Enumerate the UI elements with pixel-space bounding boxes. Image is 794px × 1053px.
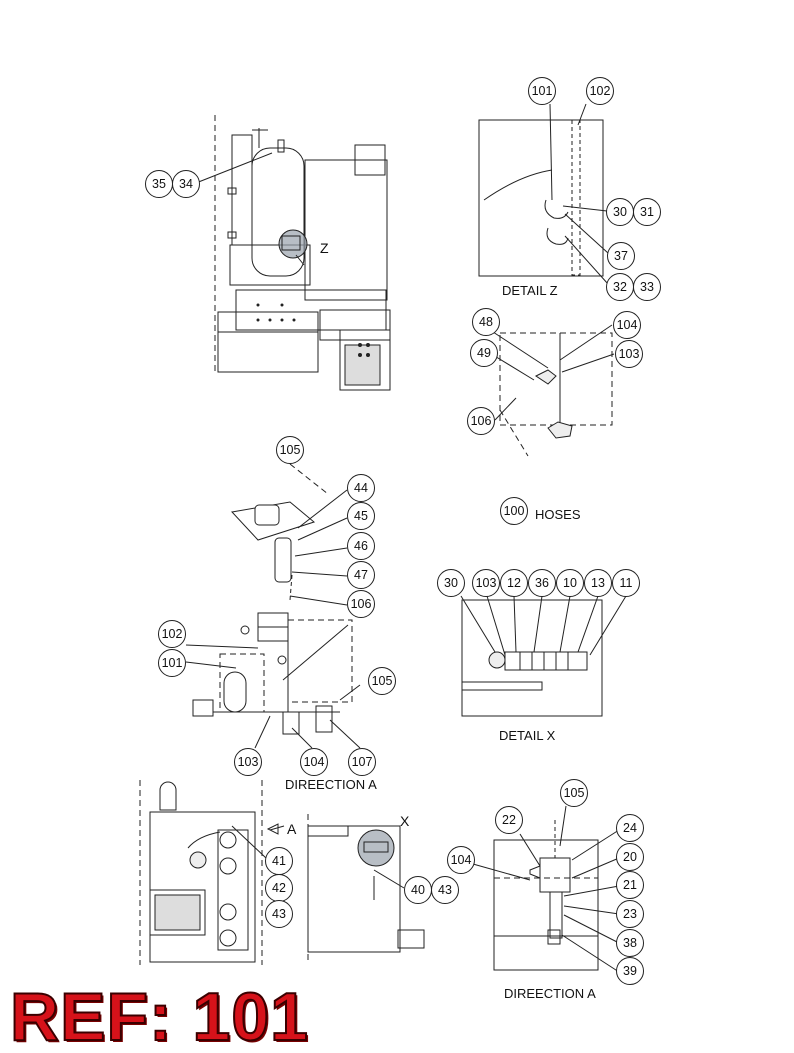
callout-41: 41 [265,847,293,875]
callout-102: 102 [586,77,614,105]
callout-104: 104 [613,311,641,339]
callout-43-b: 43 [431,876,459,904]
callout-24: 24 [616,814,644,842]
callout-36: 36 [528,569,556,597]
callout-105: 105 [276,436,304,464]
callout-43: 43 [265,900,293,928]
callout-103-b: 103 [234,748,262,776]
callout-100: 100 [500,497,528,525]
callout-106: 106 [467,407,495,435]
callout-37: 37 [607,242,635,270]
callout-10: 10 [556,569,584,597]
x-marker-label: X [400,813,410,829]
hoses-label: HOSES [535,507,581,522]
callout-101-b: 101 [158,649,186,677]
a-marker-label: A [287,821,297,837]
pneumatic-schematic [185,612,361,749]
callout-49: 49 [470,339,498,367]
machine-side-view [195,115,391,391]
callout-103-x: 103 [472,569,500,597]
callout-30-x: 30 [437,569,465,597]
callout-101: 101 [528,77,556,105]
callout-104-b: 104 [300,748,328,776]
callout-107: 107 [348,748,376,776]
callout-11: 11 [612,569,640,597]
callout-30: 30 [606,198,634,226]
callout-31: 31 [633,198,661,226]
detail-z-view [478,103,609,285]
callout-40: 40 [404,876,432,904]
callout-13: 13 [584,569,612,597]
valve-assembly-view [231,463,348,606]
machine-front-view [139,780,285,965]
callout-104-c: 104 [447,846,475,874]
callout-102-b: 102 [158,620,186,648]
machine-x-view [307,810,425,960]
callout-34: 34 [172,170,200,198]
callout-33: 33 [633,273,661,301]
callout-44: 44 [347,474,375,502]
callout-35: 35 [145,170,173,198]
detail-x-label: DETAIL X [499,728,556,743]
callout-45: 45 [347,502,375,530]
callout-22: 22 [495,806,523,834]
callout-47: 47 [347,561,375,589]
detail-x-view [460,595,627,717]
callout-106-b: 106 [347,590,375,618]
callout-39: 39 [616,957,644,985]
callout-12: 12 [500,569,528,597]
callout-46: 46 [347,532,375,560]
direction-a-label-2: DIREECTION A [504,986,596,1001]
direction-a-label-1: DIREECTION A [285,777,377,792]
callout-21: 21 [616,871,644,899]
callout-20: 20 [616,843,644,871]
detail-z-label: DETAIL Z [502,283,558,298]
callout-103: 103 [615,340,643,368]
callout-105-c: 105 [560,779,588,807]
callout-105-b: 105 [368,667,396,695]
z-marker-label: Z [320,240,329,256]
callout-23: 23 [616,900,644,928]
callout-32: 32 [606,273,634,301]
callout-38: 38 [616,929,644,957]
callout-48: 48 [472,308,500,336]
direction-a-view [472,805,620,973]
ref-title: REF: 101 [9,978,309,1053]
hose-detail-view [489,324,615,457]
callout-42: 42 [265,874,293,902]
